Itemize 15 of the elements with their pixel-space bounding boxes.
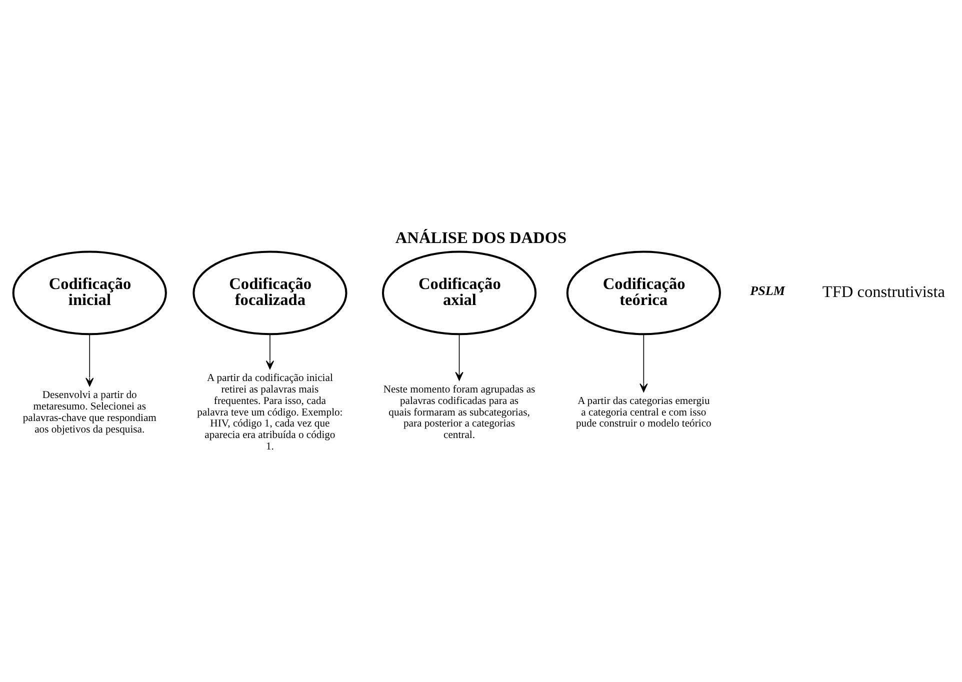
node-text: A partir da codificação inicial retirei as palavras mais frequentes. Para isso, cada palavra teve um código. Exemplo: HIV, código 1, cada vez que aparecia era atribuída o código 1. (196, 372, 342, 452)
diagram-title: ANÁLISE DOS DADOS (394, 227, 566, 246)
node-text: Neste momento foram agrupadas as palavras codificadas para as quais formaram as subcategorias, para posterior a categorias central. (382, 384, 535, 441)
node-ellipse: Codificação axial (381, 250, 536, 335)
label: TFD construtivista (822, 282, 945, 301)
arrow (639, 333, 648, 392)
node-ellipse: Codificação focalizada (192, 250, 347, 335)
node-ellipse: Codificação inicial (12, 250, 166, 335)
node-ellipse: Codificação teórica (566, 250, 720, 335)
arrow (454, 333, 463, 380)
arrow (85, 333, 94, 386)
node-text: Desenvolvi a partir do metaresumo. Selecionei as palavras-chave que respondiam aos objetivos da pesquisa. (22, 390, 156, 435)
arrow (265, 333, 274, 369)
label: PSLM (750, 282, 784, 298)
node-text: A partir das categorias emergiu a categoria central e com isso pude construir o modelo teórico (576, 395, 711, 430)
